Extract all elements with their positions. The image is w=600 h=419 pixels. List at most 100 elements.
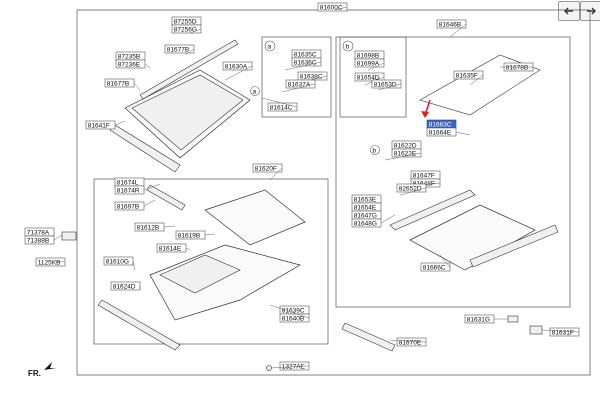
part-label-81678b[interactable]: 81678B (500, 62, 534, 71)
part-label-81664e[interactable]: 81664E (426, 127, 471, 136)
part-label-1327ae[interactable]: 1327AE (270, 361, 310, 371)
leader-line (204, 233, 216, 236)
part-label-81622d[interactable]: 81622D (391, 140, 422, 149)
detail-a-frame (261, 36, 332, 118)
part-label-81636c[interactable]: 81636C (284, 57, 322, 71)
part-label-81635f[interactable]: 81635F (453, 70, 484, 86)
leader-line (184, 48, 195, 56)
part-label-81654e[interactable]: 81654E (351, 202, 382, 211)
leader-line (367, 62, 385, 71)
part-label-81640b[interactable]: 81640B (269, 304, 310, 323)
part-label-87235b[interactable]: 87235B (115, 51, 146, 61)
part-label-81631g[interactable]: 81631G (464, 314, 508, 324)
drain-rail (97, 299, 181, 351)
part-label-81610g[interactable]: 81610G (103, 256, 136, 271)
frame-assembly (149, 244, 301, 321)
leader-line (384, 152, 422, 161)
part-label-82652d[interactable]: 82652D (396, 183, 427, 196)
callout-b-ref-circle (370, 145, 380, 155)
part-label-text: 81648G (354, 220, 377, 227)
side-rail (146, 184, 186, 211)
part-label-text: 81677B (167, 46, 189, 53)
part-label-text: 81654E (354, 204, 377, 211)
part-label-81674r[interactable]: 81674R (114, 183, 161, 194)
part-label-text: 81654D (357, 74, 380, 81)
part-label-text: 1125KB (38, 259, 61, 266)
part-label-81635c[interactable]: 81635C (291, 49, 322, 59)
part-label-text: 81638C (300, 73, 323, 80)
glass-subassembly-frame (93, 178, 329, 345)
part-label-text: 81637A (288, 81, 311, 88)
part-label-text: 81647G (354, 212, 377, 219)
bracket-71378A (61, 231, 77, 241)
part-label-81622e[interactable]: 81622E (384, 148, 422, 161)
part-label-81653d[interactable]: 81653D (371, 79, 402, 91)
part-label-81699a[interactable]: 81699A (354, 58, 385, 71)
part-label-81653e[interactable]: 81653E (351, 194, 382, 203)
leader-line (399, 187, 427, 196)
part-label-text: 81641F (88, 122, 110, 129)
part-label-text: 87256G (174, 26, 197, 33)
part-label-81637a[interactable]: 81637A (281, 79, 316, 93)
part-label-81631f[interactable]: 81631F (541, 327, 580, 337)
part-label-text: 81646B (439, 21, 461, 28)
part-label-text: 87236E (118, 61, 141, 68)
leader-line (163, 225, 176, 228)
part-label-71378a[interactable]: 71378A (24, 227, 55, 236)
arrow-right-icon (587, 7, 596, 15)
part-label-1125kb[interactable]: 1125KB (35, 257, 66, 267)
part-label-text: 81600C (320, 4, 343, 11)
part-label-text: 81610G (106, 258, 129, 265)
back-button[interactable] (558, 1, 580, 21)
part-label-81647g[interactable]: 81647G (351, 210, 382, 219)
part-label-text: 87255D (174, 18, 197, 25)
part-label-81677b_b[interactable]: 81677B (104, 78, 141, 91)
part-label-81663c[interactable]: 81663C (426, 119, 457, 128)
part-label-81619b[interactable]: 81619B (175, 230, 216, 239)
leader-line (269, 167, 283, 181)
part-label-81600c[interactable]: 81600C (317, 2, 348, 11)
part-label-87236e[interactable]: 87236E (115, 59, 151, 68)
part-label-81648g[interactable]: 81648G (351, 214, 396, 227)
part-label-81630a[interactable]: 81630A (222, 61, 253, 81)
frame-opening (159, 254, 241, 294)
part-label-text: 81640B (282, 315, 304, 322)
part-label-81697b[interactable]: 81697B (114, 199, 156, 210)
motor-81631F (529, 325, 543, 335)
leader-line (143, 183, 161, 191)
leader-line (449, 23, 467, 38)
part-label-text: 81664E (429, 129, 452, 136)
part-label-text: 81653E (354, 196, 377, 203)
part-label-text: 81622E (394, 150, 417, 157)
part-label-81677b_a[interactable]: 81677B (164, 44, 195, 56)
part-label-text: 81630A (225, 63, 248, 70)
part-label-71388b[interactable]: 71388B (24, 234, 63, 244)
bolt-1327AE (266, 365, 272, 371)
part-label-81614c[interactable]: 81614C (261, 97, 298, 111)
part-label-text: 81614C (270, 104, 293, 111)
leader-line (143, 199, 156, 207)
leader-line (54, 260, 66, 263)
part-label-81646b[interactable]: 81646B (436, 19, 467, 38)
part-label-81620f[interactable]: 81620F (252, 163, 283, 181)
shade-rear-rail (469, 224, 559, 268)
part-label-text: 81653D (374, 81, 397, 88)
part-label-81614e[interactable]: 81614E (156, 243, 191, 252)
part-label-81624d[interactable]: 81624D (110, 281, 141, 291)
leader-line (284, 61, 322, 71)
part-label-81641f[interactable]: 81641F (85, 120, 126, 129)
part-label-text: 81677B (107, 80, 129, 87)
part-label-81666c[interactable]: 81666C (420, 254, 451, 272)
part-label-87255d[interactable]: 87255D (171, 16, 202, 26)
part-label-text: 81699A (357, 60, 380, 67)
part-label-87256g[interactable]: 87256G (171, 24, 202, 34)
front-bracket (341, 322, 396, 352)
part-label-81674l[interactable]: 81674L (114, 177, 145, 186)
leader-line (380, 214, 396, 224)
detail-b-frame (339, 36, 407, 118)
part-label-81698b[interactable]: 81698B (354, 50, 385, 60)
part-label-81647f[interactable]: 81647F (410, 170, 441, 179)
part-label-81670e[interactable]: 81670E (389, 337, 427, 347)
leader-line (132, 260, 136, 271)
part-label-81612b[interactable]: 81612B (134, 222, 176, 231)
